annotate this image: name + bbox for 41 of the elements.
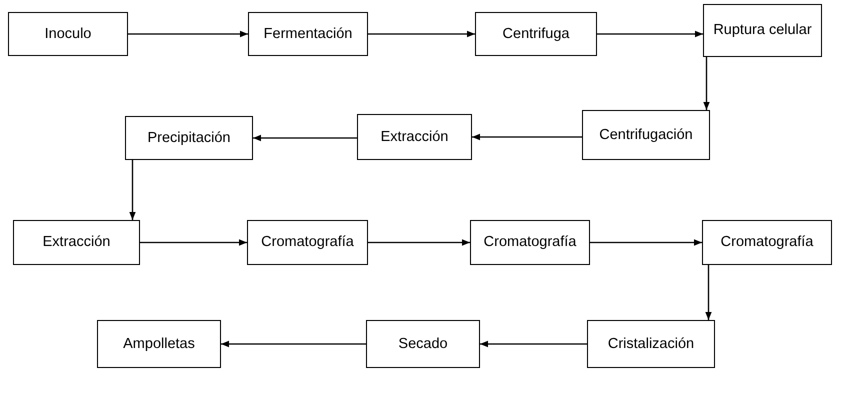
step-label: Cristalización [608, 334, 694, 354]
arrow [221, 340, 366, 348]
arrow [368, 30, 475, 38]
process-box [97, 320, 221, 368]
arrow [480, 340, 587, 348]
step-label: Centrifuga [502, 24, 570, 44]
process-box [475, 12, 597, 56]
arrow [472, 134, 582, 140]
arrow [129, 160, 136, 220]
process-box [125, 116, 253, 160]
arrow [703, 57, 710, 110]
process-box [582, 110, 710, 160]
arrow [253, 134, 357, 142]
arrow [597, 30, 703, 38]
process-box [366, 320, 480, 368]
step-label: Secado [398, 334, 448, 354]
process-box [357, 114, 472, 160]
step-label: Ruptura celular [713, 21, 812, 40]
process-box [470, 220, 590, 265]
process-box [13, 220, 140, 265]
arrow [368, 239, 470, 246]
step-label: Fermentación [264, 24, 352, 44]
step-label: Extracción [42, 233, 110, 252]
process-box [248, 12, 368, 56]
step-label: Cromatografía [720, 233, 814, 252]
process-box [587, 320, 715, 368]
step-label: Cromatografía [484, 233, 576, 252]
arrow [128, 30, 248, 38]
arrow [590, 239, 702, 246]
arrow [140, 239, 247, 246]
process-box [702, 220, 832, 265]
step-label: Centrifugación [599, 126, 693, 144]
step-label: Extracción [380, 128, 448, 146]
step-label: Ampolletas [123, 334, 195, 354]
step-label: Precipitación [147, 128, 230, 148]
arrow [705, 265, 712, 320]
process-box [8, 12, 128, 56]
step-label: Inoculo [44, 24, 92, 44]
process-box [247, 220, 368, 265]
process-box [703, 4, 822, 57]
step-label: Cromatografía [261, 233, 354, 252]
